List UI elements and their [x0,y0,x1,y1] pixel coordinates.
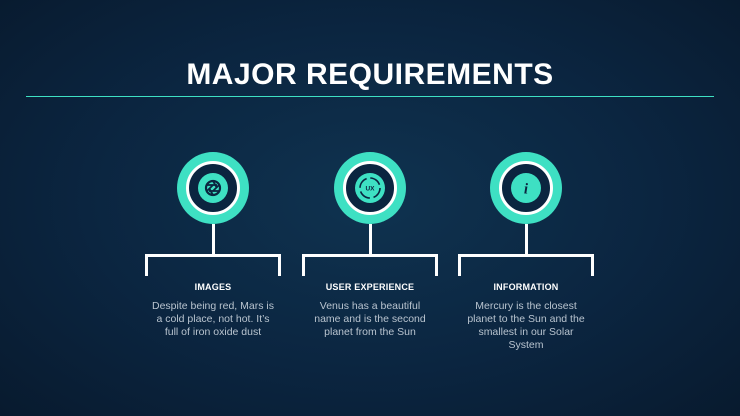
info-icon-glyph: i [524,182,529,198]
page-title: MAJOR REQUIREMENTS [186,58,554,91]
icon-ring [177,152,249,224]
item-description: Venus has a beautiful name and is the se… [314,300,426,338]
item-label: USER EXPERIENCE [325,282,415,292]
connector-bracket [458,254,594,276]
connector-stem [212,224,215,256]
camera-aperture-icon [198,173,228,203]
connector-bracket [145,254,281,276]
requirement-user-experience: UX USER EXPERIENCE Venus has a beautiful… [300,150,440,380]
item-description: Mercury is the closest planet to the Sun… [467,300,585,351]
ux-badge-icon: UX [355,173,385,203]
requirement-images: IMAGES Despite being red, Mars is a cold… [143,150,283,380]
item-label: INFORMATION [493,282,559,292]
icon-ring: i [490,152,562,224]
item-label: IMAGES [194,282,232,292]
info-icon: i [511,173,541,203]
connector-bracket [302,254,438,276]
item-description: Despite being red, Mars is a cold place,… [152,300,274,338]
connector-stem [525,224,528,256]
requirement-information: i INFORMATION Mercury is the closest pla… [456,150,596,380]
icon-ring: UX [334,152,406,224]
title-divider [26,96,714,97]
connector-stem [369,224,372,256]
ux-badge-text: UX [365,186,375,193]
